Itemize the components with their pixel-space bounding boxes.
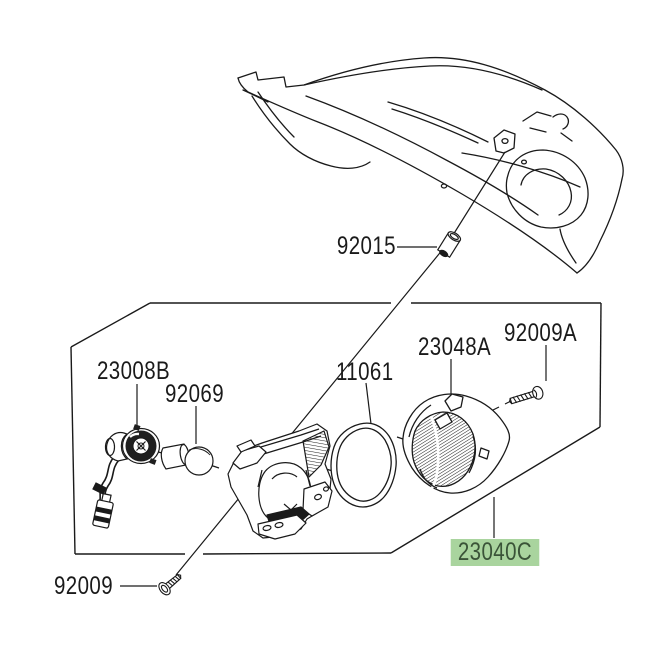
lens-23048A-drawing [402,393,511,494]
leader-11061 [365,382,372,425]
bulb-socket-23008B-drawing [92,424,161,529]
screw-92009-drawing [158,573,182,596]
bracket-drawing [227,423,333,540]
parts-box-outline [70,302,602,555]
part-label-92009[interactable]: 92009 [54,572,114,600]
gasket-11061-drawing [330,422,397,508]
part-label-11061[interactable]: 11061 [336,358,394,386]
part-label-92009A[interactable]: 92009A [504,319,578,347]
tail-cowl-drawing [237,56,624,274]
label-leader-lines [120,246,547,587]
screw-92009A-drawing [508,385,544,405]
collar-nut-92015-drawing [436,231,462,259]
wire-sleeve [92,482,107,495]
part-label-92015[interactable]: 92015 [336,232,396,260]
part-label-23048A[interactable]: 23048A [418,333,492,361]
wire-connector [92,492,114,529]
bulb-92069-drawing [160,443,214,476]
part-label-23040C-highlighted[interactable]: 23040C [450,539,540,566]
part-label-23008B[interactable]: 23008B [97,357,171,385]
part-label-92069[interactable]: 92069 [165,380,225,408]
